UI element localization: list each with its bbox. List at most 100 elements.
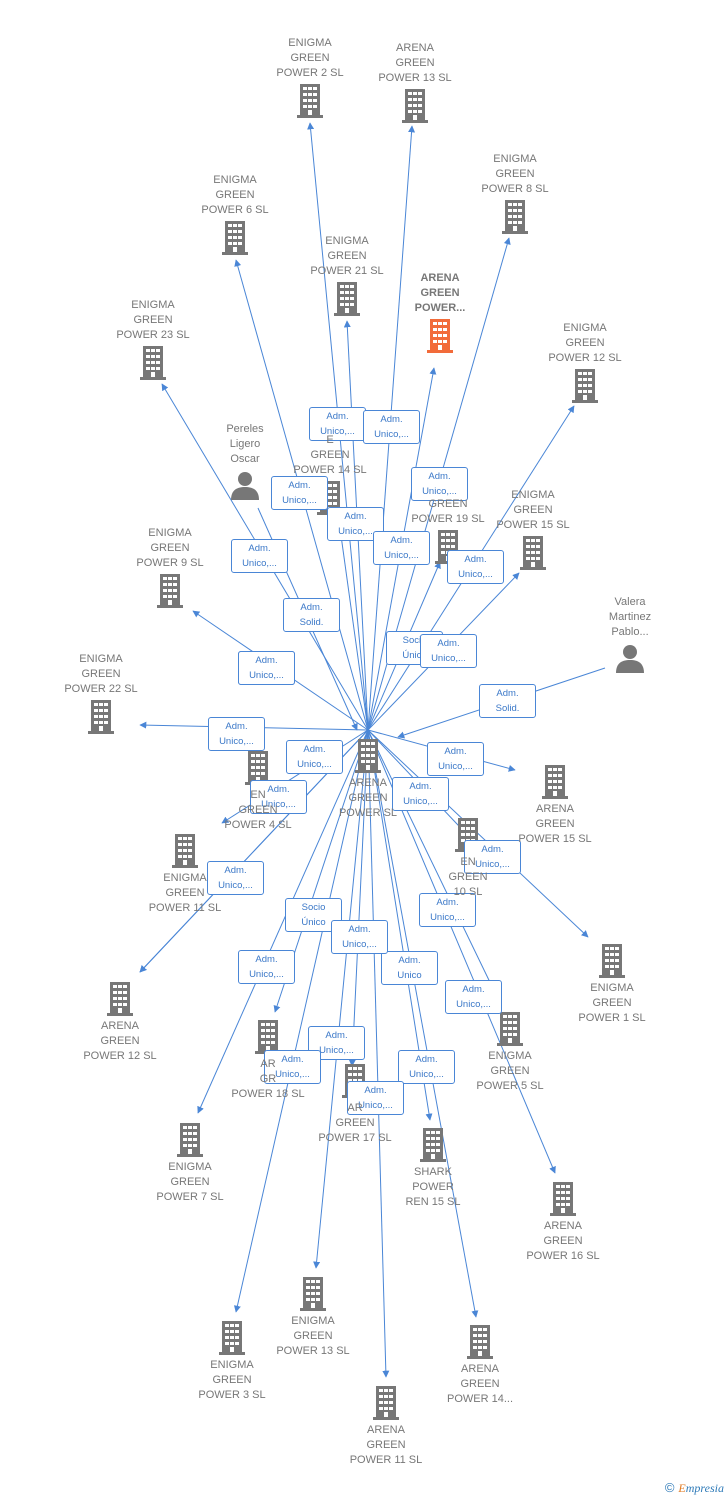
edge-label[interactable]: Adm.Unico,... xyxy=(464,840,521,874)
node-label-line: EN xyxy=(250,789,266,801)
node-label-line: POWER 13 SL xyxy=(276,1345,350,1357)
building-icon[interactable] xyxy=(467,1325,493,1359)
building-icon[interactable] xyxy=(427,319,453,353)
edge-label[interactable]: Adm.Unico,... xyxy=(398,1050,455,1084)
building-icon[interactable] xyxy=(88,700,114,734)
edge-label[interactable]: Adm.Unico,... xyxy=(419,893,476,927)
building-icon[interactable] xyxy=(550,1182,576,1216)
edge-label-text: Adm. xyxy=(281,1054,304,1065)
building-icon[interactable] xyxy=(219,1321,245,1355)
node-label-line: POWER 12 SL xyxy=(548,352,622,364)
edge-label[interactable]: Adm.Unico,... xyxy=(208,717,265,751)
edge-line xyxy=(313,729,369,1269)
edge-label[interactable]: Adm.Solid. xyxy=(283,598,340,632)
building-icon[interactable] xyxy=(542,765,568,799)
node-label-line: GREEN xyxy=(100,1035,140,1047)
edge-label[interactable]: Adm.Unico,... xyxy=(411,467,468,501)
building-icon[interactable] xyxy=(300,1277,326,1311)
building-icon[interactable] xyxy=(420,1128,446,1162)
edge-label[interactable]: Adm.Unico,... xyxy=(445,980,502,1014)
person-icon[interactable] xyxy=(231,472,259,500)
edge-label[interactable]: Adm.Unico xyxy=(381,951,438,985)
building-icon[interactable] xyxy=(497,1012,523,1046)
edge-label[interactable]: Adm.Unico,... xyxy=(327,507,384,541)
building-icon[interactable] xyxy=(107,982,133,1016)
edge-label[interactable]: Adm.Unico,... xyxy=(427,742,484,776)
building-icon[interactable] xyxy=(373,1386,399,1420)
edge-label-text: Adm. xyxy=(415,1054,438,1065)
edge-label[interactable]: Adm.Unico,... xyxy=(420,634,477,668)
building-icon[interactable] xyxy=(222,221,248,255)
edge-label[interactable]: Adm.Unico,... xyxy=(331,920,388,954)
person-icon[interactable] xyxy=(616,645,644,673)
edge-label[interactable]: Adm.Unico,... xyxy=(347,1081,404,1115)
building-icon[interactable] xyxy=(177,1123,203,1157)
edge-label[interactable]: Adm.Unico,... xyxy=(231,539,288,573)
building-icon[interactable] xyxy=(140,346,166,380)
edge-label[interactable]: Adm.Unico,... xyxy=(392,777,449,811)
edge-label[interactable]: Adm.Unico,... xyxy=(250,780,307,814)
edge-label[interactable]: Adm.Unico,... xyxy=(286,740,343,774)
edge-line xyxy=(221,729,369,824)
building-icon[interactable] xyxy=(172,834,198,868)
building-icon[interactable] xyxy=(520,536,546,570)
edge-label[interactable]: Adm.Unico,... xyxy=(271,476,328,510)
edge-label[interactable]: Adm.Unico,... xyxy=(373,531,430,565)
edge-label[interactable]: Adm.Unico,... xyxy=(447,550,504,584)
node-label-line: ARENA xyxy=(349,777,387,789)
building-icon[interactable] xyxy=(355,739,381,773)
building-icon[interactable] xyxy=(255,1020,281,1054)
edge-label[interactable]: Adm.Solid. xyxy=(479,684,536,718)
building-icon[interactable] xyxy=(572,369,598,403)
edge-label[interactable]: Adm.Unico,... xyxy=(264,1050,321,1084)
building-icon[interactable] xyxy=(157,574,183,608)
building-icon[interactable] xyxy=(402,89,428,123)
node-label-line: GREEN xyxy=(513,504,553,516)
building-icon[interactable] xyxy=(502,200,528,234)
building-icon[interactable] xyxy=(297,84,323,118)
building-icon[interactable] xyxy=(334,282,360,316)
edge-label[interactable]: Adm.Unico,... xyxy=(363,410,420,444)
edge-label[interactable]: Adm.Unico,... xyxy=(238,950,295,984)
edge-label[interactable]: Adm.Unico,... xyxy=(207,861,264,895)
building-icon[interactable] xyxy=(599,944,625,978)
edge-label[interactable]: Adm.Unico,... xyxy=(309,407,366,441)
node-label-line: POWER 17 SL xyxy=(318,1132,392,1144)
node-label-line: POWER SL xyxy=(338,807,398,819)
edge-label[interactable]: Adm.Unico,... xyxy=(238,651,295,685)
edge-label-text: Unico,... xyxy=(403,796,438,807)
edge-label-text: Adm. xyxy=(398,955,421,966)
